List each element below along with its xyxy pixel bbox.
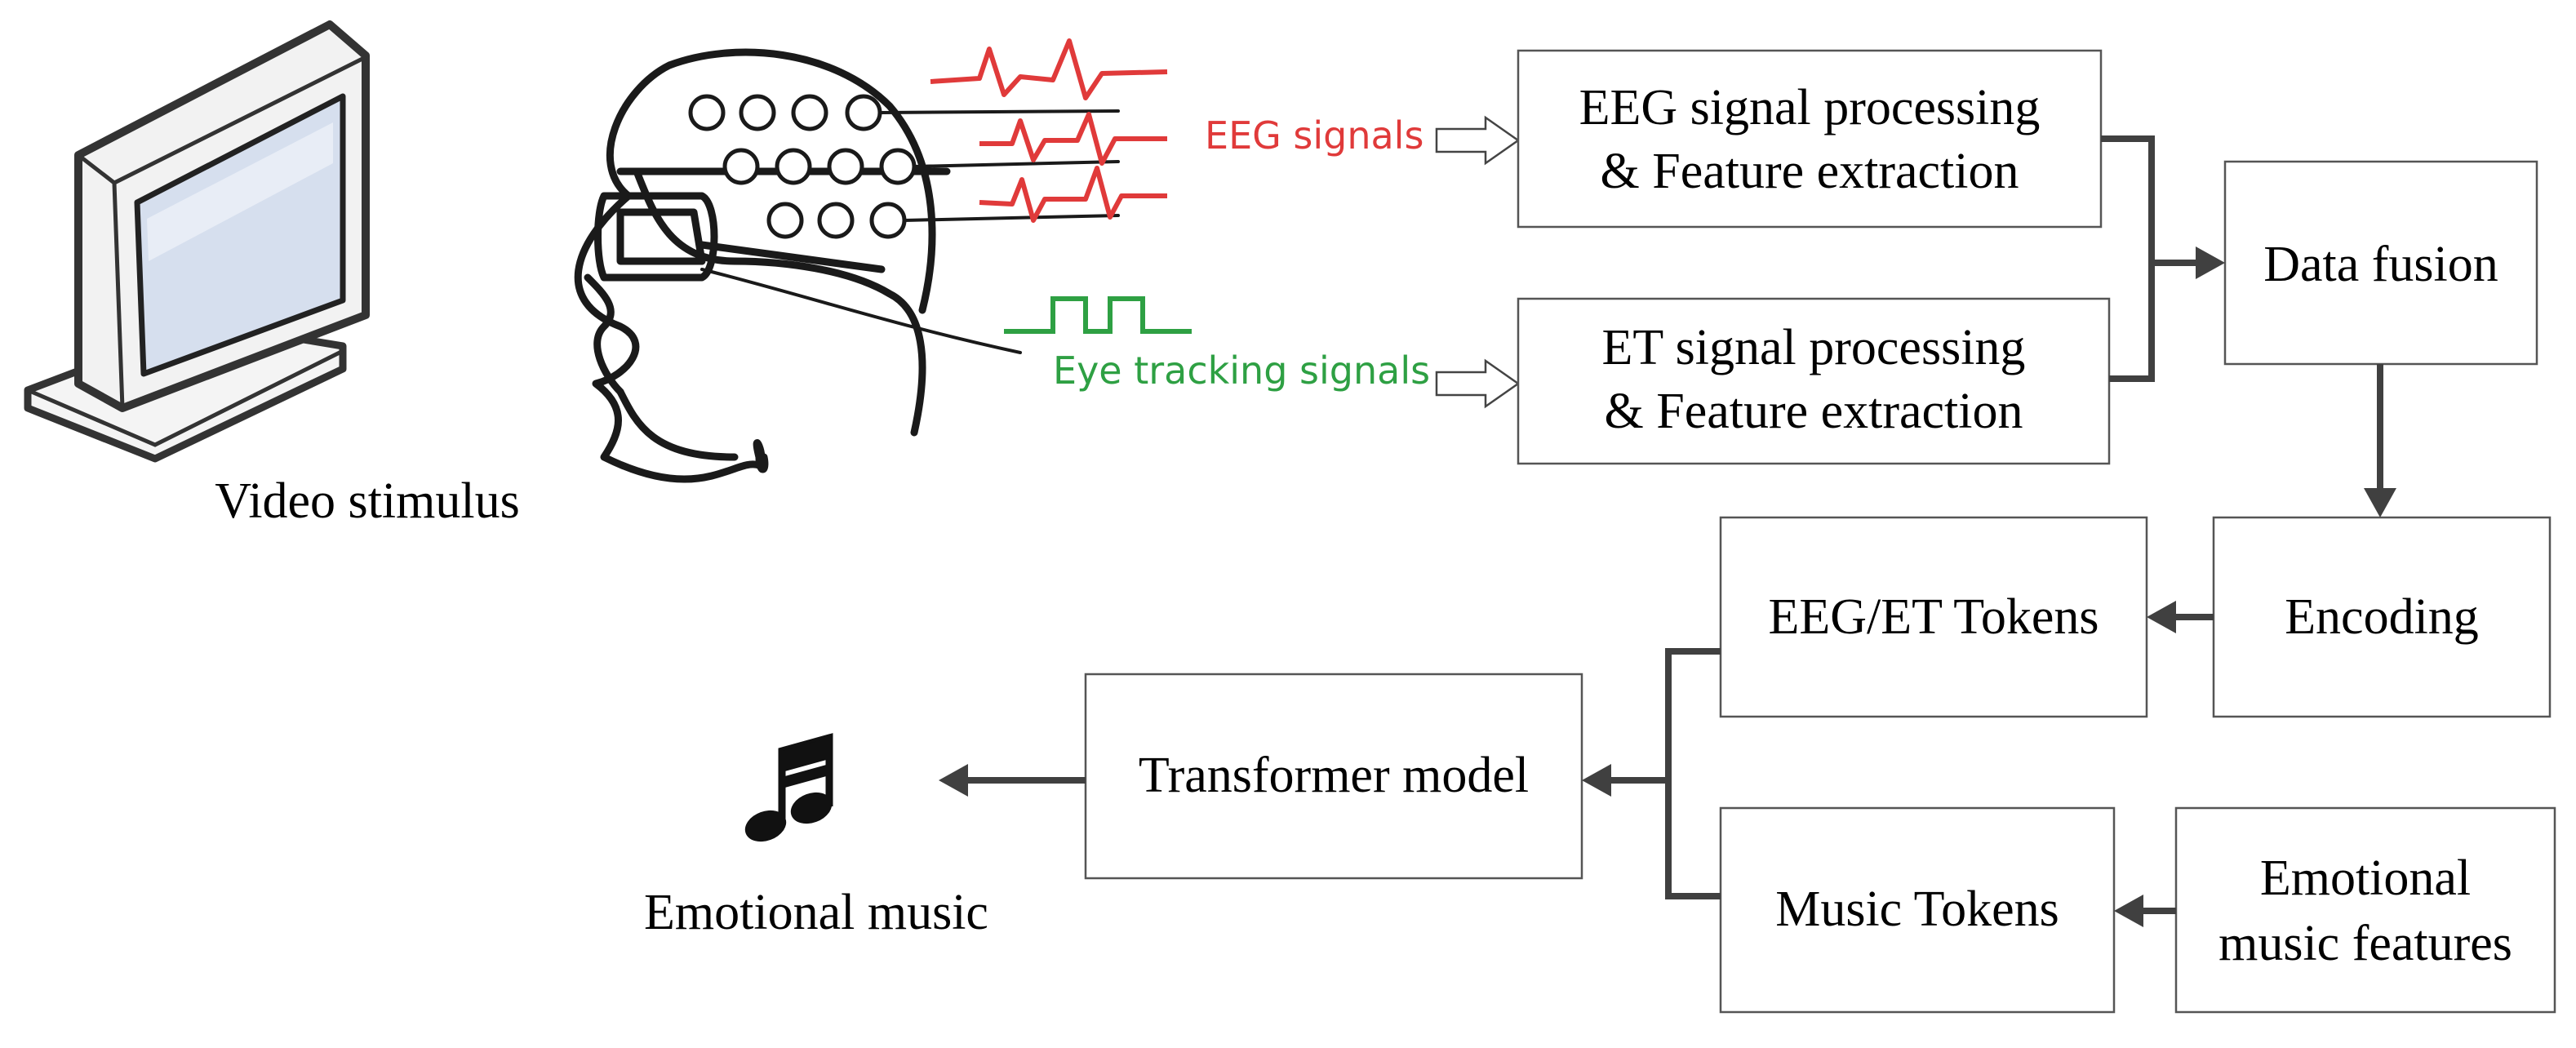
arrow-to-data-fusion	[2196, 246, 2225, 279]
emotional-music-label: Emotional music	[644, 885, 988, 940]
encoding-box: Encoding	[2212, 516, 2552, 718]
eeg-processing-box: EEG signal processing & Feature extracti…	[1517, 49, 2103, 229]
eye-tracking-waveform	[1004, 296, 1192, 334]
et-processing-line-1: ET signal processing	[1602, 320, 2026, 375]
connectors	[939, 135, 2396, 927]
eye-tracking-signals-label: Eye tracking signals	[1053, 349, 1430, 393]
music-tokens-box: Music Tokens	[1719, 806, 2116, 1014]
arrow-to-music-tokens	[2114, 895, 2143, 927]
eeg-input-arrow	[1435, 115, 1521, 166]
arrow-to-eeg-et-tokens	[2147, 601, 2176, 633]
head-with-eeg-cap-icon	[574, 48, 1022, 483]
eeg-signals-label: EEG signals	[1205, 113, 1423, 158]
et-processing-box: ET signal processing & Feature extractio…	[1517, 297, 2111, 465]
eeg-processing-line-2: & Feature extraction	[1600, 144, 2019, 199]
video-stimulus-label: Video stimulus	[215, 473, 519, 529]
emotional-music-features-box: Emotional music features	[2174, 806, 2556, 1014]
eeg-et-tokens-box: EEG/ET Tokens	[1719, 516, 2148, 718]
eeg-processing-line-1: EEG signal processing	[1579, 80, 2041, 135]
monitor-icon	[24, 20, 370, 463]
music-tokens-label: Music Tokens	[1775, 881, 2059, 937]
music-note-icon	[744, 733, 833, 842]
emotional-music-features-line-1: Emotional	[2260, 850, 2471, 906]
eeg-et-tokens-label: EEG/ET Tokens	[1769, 589, 2099, 645]
emotional-music-features-line-2: music features	[2218, 916, 2512, 971]
eeg-electrodes	[688, 94, 1120, 239]
arrow-to-emotional-music	[939, 764, 968, 797]
arrow-to-transformer	[1582, 764, 1611, 797]
et-input-arrow	[1435, 358, 1521, 409]
transformer-model-box: Transformer model	[1084, 673, 1583, 880]
arrow-to-encoding	[2364, 488, 2396, 517]
data-fusion-box: Data fusion	[2223, 160, 2538, 366]
encoding-label: Encoding	[2285, 589, 2479, 645]
data-fusion-label: Data fusion	[2263, 237, 2498, 292]
et-processing-line-2: & Feature extraction	[1604, 384, 2023, 439]
eeg-waveforms	[930, 38, 1168, 223]
transformer-model-label: Transformer model	[1139, 748, 1529, 803]
